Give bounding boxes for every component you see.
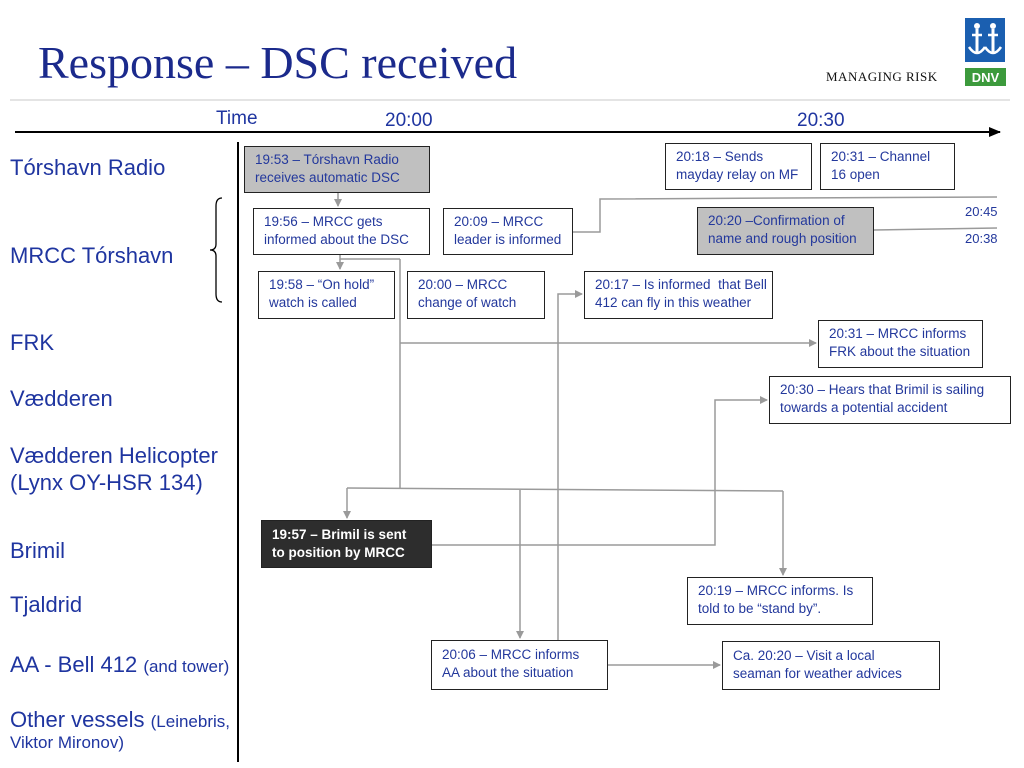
event-text-line: 20:31 – MRCC informs (829, 326, 967, 341)
lane-label-vaedderen-helicopter: Vædderen Helicopter (Lynx OY-HSR 134) (10, 442, 218, 496)
lane-label-torshavn-radio: Tórshavn Radio (10, 155, 166, 180)
time-tick-2030: 20:30 (797, 110, 845, 131)
event-text-line: watch is called (269, 295, 357, 310)
connector-to-bell-412-informed (557, 290, 583, 665)
time-tick-2000: 20:00 (385, 110, 433, 131)
lane-label-subtext: (Lynx OY-HSR 134) (10, 470, 203, 495)
connector-confirmation-to-2038 (873, 227, 998, 231)
event-text-line: to position by MRCC (272, 545, 405, 560)
event-text-line: seaman for weather advices (733, 666, 902, 681)
event-text-line: receives automatic DSC (255, 170, 400, 185)
event-2000-change-of-watch: 20:00 – MRCC change of watch (407, 271, 545, 319)
lane-label-note: (and tower) (143, 657, 230, 676)
event-1956-mrcc-informed: 19:56 – MRCC gets informed about the DSC (253, 208, 430, 255)
event-text-line: 20:06 – MRCC informs (442, 647, 580, 662)
event-text-line: leader is informed (454, 232, 562, 247)
edge-time-label-2045: 20:45 (965, 204, 998, 219)
event-2020-visit-local-seaman: Ca. 20:20 – Visit a local seaman for wea… (722, 641, 940, 690)
dnv-wordmark: DNV (972, 70, 1000, 85)
event-2019-stand-by: 20:19 – MRCC informs. Is told to be “sta… (687, 577, 873, 625)
dnv-wordmark-box (965, 68, 1006, 86)
event-text-line: 16 open (831, 167, 880, 182)
event-text-line: 19:58 – “On hold” (269, 277, 375, 292)
event-text-line: 20:20 –Confirmation of (708, 213, 845, 228)
event-text-line: 19:56 – MRCC gets (264, 214, 383, 229)
lane-label-text: AA - Bell 412 (10, 652, 138, 677)
event-1957-brimil-sent: 19:57 – Brimil is sent to position by MR… (261, 520, 432, 568)
event-1953-radio-receives-dsc: 19:53 – Tórshavn Radio receives automati… (244, 146, 430, 193)
event-text-line: name and rough position (708, 231, 857, 246)
event-text-line: AA about the situation (442, 665, 574, 680)
event-1958-on-hold-watch: 19:58 – “On hold” watch is called (258, 271, 395, 319)
event-text-line: 20:19 – MRCC informs. Is (698, 583, 854, 598)
event-text-line: 20:18 – Sends (676, 149, 764, 164)
event-2017-bell-412-can-fly: 20:17 – Is informed that Bell 412 can fl… (584, 271, 773, 319)
event-text-line: 412 can fly in this weather (595, 295, 752, 310)
event-2020-confirmation: 20:20 –Confirmation of name and rough po… (697, 207, 874, 255)
event-text-line: towards a potential accident (780, 400, 948, 415)
event-text-line: 20:00 – MRCC (418, 277, 508, 292)
event-text-line: told to be “stand by”. (698, 601, 822, 616)
lane-label-brimil: Brimil (10, 538, 65, 563)
event-text-line: informed about the DSC (264, 232, 409, 247)
lane-label-mrcc-torshavn: MRCC Tórshavn (10, 243, 174, 268)
lane-label-other-vessels: Other vessels (Leinebris, (10, 707, 230, 735)
lane-label-other-vessels-note: Viktor Mironov) (10, 733, 124, 752)
slide-title: Response – DSC received (38, 37, 518, 88)
lane-label-text: Vædderen Helicopter (10, 443, 218, 468)
lane-label-tjaldrid: Tjaldrid (10, 592, 83, 617)
event-2031-channel-16-open: 20:31 – Channel 16 open (820, 143, 955, 190)
connector-distribution-line (346, 487, 784, 492)
event-text-line: 19:53 – Tórshavn Radio (255, 152, 399, 167)
event-2030-hears-brimil-sailing: 20:30 – Hears that Brimil is sailing tow… (769, 376, 1011, 424)
lane-label-note: (Leinebris, (150, 712, 230, 731)
event-text-line: 19:57 – Brimil is sent (272, 527, 407, 542)
time-axis-label: Time (216, 108, 258, 129)
event-text-line: 20:09 – MRCC (454, 214, 544, 229)
event-text-line: 20:17 – Is informed that Bell (595, 277, 767, 292)
event-2009-leader-informed: 20:09 – MRCC leader is informed (443, 208, 573, 255)
connector-mrcc-trunk-top (339, 255, 400, 260)
edge-time-label-2038: 20:38 (965, 231, 998, 246)
lane-label-frk: FRK (10, 330, 54, 355)
event-2031-mrcc-informs-frk: 20:31 – MRCC informs FRK about the situa… (818, 320, 983, 368)
connector-leader-to-2045 (573, 196, 998, 233)
event-text-line: 20:31 – Channel (831, 149, 931, 164)
event-text-line: Ca. 20:20 – Visit a local (733, 648, 875, 663)
event-text-line: FRK about the situation (829, 344, 971, 359)
dnv-logo: DNV (965, 18, 1006, 86)
event-2006-mrcc-informs-aa: 20:06 – MRCC informs AA about the situat… (431, 640, 608, 690)
event-text-line: change of watch (418, 295, 517, 310)
lane-label-vaedderen: Vædderen (10, 386, 113, 411)
connector-brimil-to-vaedderen (432, 396, 768, 546)
event-text-line: 20:30 – Hears that Brimil is sailing (780, 382, 985, 397)
lane-label-aa-bell-412: AA - Bell 412 (and tower) (10, 652, 229, 680)
dnv-anchor-figures-icon (965, 18, 1005, 62)
event-text-line: mayday relay on MF (676, 167, 799, 182)
managing-risk-tagline: MANAGING RISK (826, 69, 938, 84)
mrcc-brace (209, 197, 223, 303)
event-2018-mayday-relay: 20:18 – Sends mayday relay on MF (665, 143, 812, 190)
lane-label-text: Other vessels (10, 707, 145, 732)
